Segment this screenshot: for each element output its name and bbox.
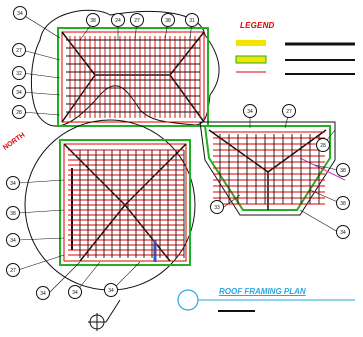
callout-c21: 34 [104,283,118,297]
legend-block [235,40,355,75]
callout-c2: 38 [86,13,100,27]
title-symbol-icon [177,289,199,311]
callout-c5: 38 [161,13,175,27]
legend-title: LEGEND [240,21,275,30]
callout-c17: 34 [6,233,20,247]
callout-c22: 38 [336,163,350,177]
callout-c6: 31 [185,13,199,27]
callout-c14: 33 [210,200,224,214]
callout-c19: 34 [36,286,50,300]
right-rafters [213,131,325,205]
callout-c11: 34 [243,104,257,118]
plan-title: ROOF FRAMING PLAN [219,287,306,296]
compass-leader [105,299,121,323]
upper-rafters [66,36,201,118]
callout-c20: 34 [68,285,82,299]
lower-rafters [68,149,185,258]
callout-c23: 38 [336,196,350,210]
callout-c7: 27 [12,43,26,57]
callout-c12: 27 [282,104,296,118]
callout-c1: 34 [13,6,27,20]
callout-c3: 24 [111,13,125,27]
upper-plan-outline [30,9,220,127]
upper-plan-framing [57,27,209,127]
callout-c10: 28 [12,105,26,119]
callout-c18: 27 [6,263,20,277]
lower-plan-framing [59,139,191,266]
callout-c8: 32 [12,66,26,80]
callout-c9: 34 [12,85,26,99]
callout-c4: 27 [130,13,144,27]
callout-c16: 38 [6,206,20,220]
leader-lines [17,12,341,293]
callout-c24: 34 [336,225,350,239]
callout-c15: 34 [6,176,20,190]
callout-c13: 28 [316,138,330,152]
